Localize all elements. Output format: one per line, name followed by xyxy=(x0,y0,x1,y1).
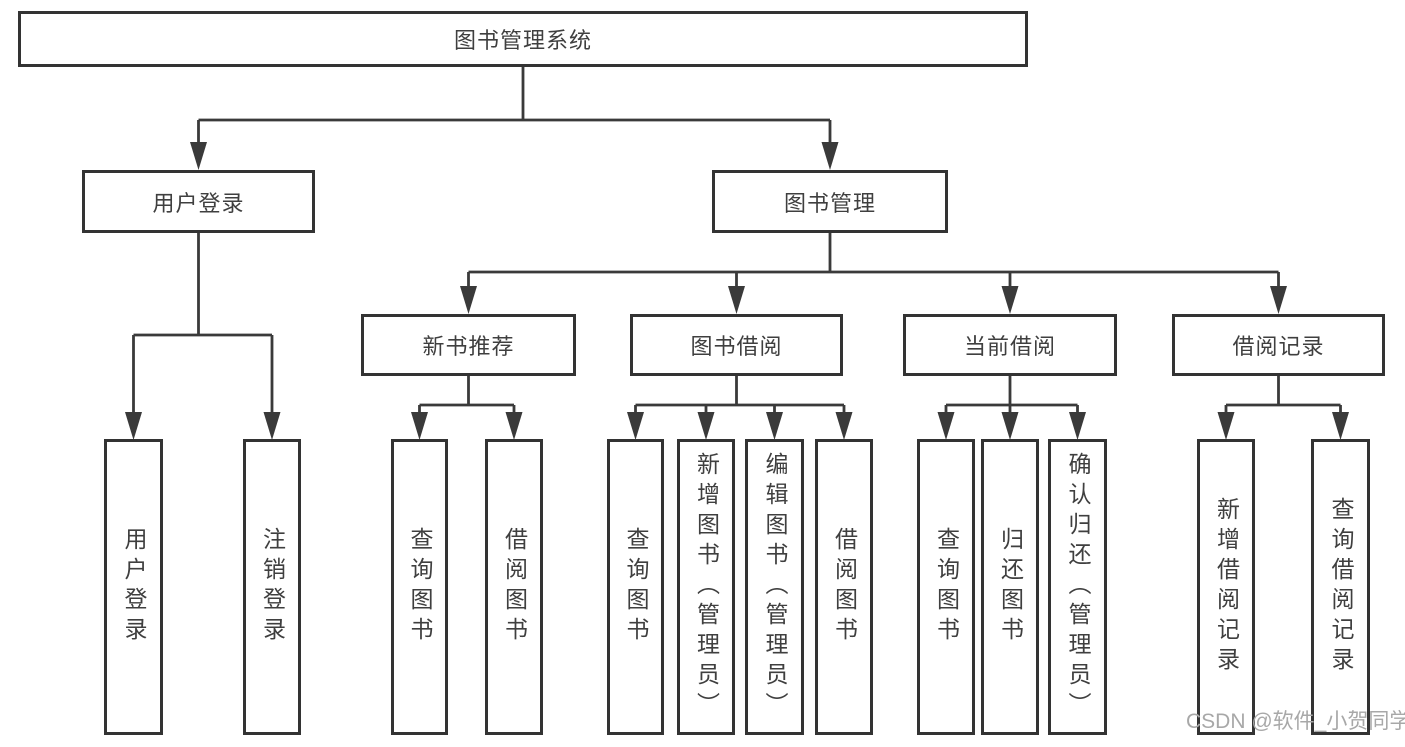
arrowhead-icon xyxy=(1270,286,1287,314)
node-borrow-records: 借阅记录 xyxy=(1172,314,1385,376)
node-current-borrow: 当前借阅 xyxy=(903,314,1117,376)
node-root-label: 图书管理系统 xyxy=(453,28,592,53)
leaf-borrow-query-book: 查询图书 xyxy=(607,439,664,735)
arrowhead-icon xyxy=(190,142,207,170)
leaf-user-login: 用户登录 xyxy=(104,439,163,735)
leaf-records-add-record: 新增借阅记录 xyxy=(1197,439,1255,735)
connector-root-to-level2 xyxy=(190,67,839,170)
connector-recommend-to-leaves xyxy=(411,376,523,440)
arrowhead-icon xyxy=(263,412,281,440)
arrowhead-icon xyxy=(627,412,644,440)
leaf-borrow-borrow-book: 借阅图书 xyxy=(815,439,873,735)
node-book-management-label: 图书管理 xyxy=(783,190,876,216)
node-book-borrow-label: 图书借阅 xyxy=(690,334,783,359)
connector-book-management-to-level3 xyxy=(460,233,1287,314)
connector-current-to-leaves xyxy=(937,376,1086,440)
arrowhead-icon xyxy=(835,412,853,440)
leaf-borrow-add-book-admin: 新增图书（管理员） xyxy=(677,439,735,735)
leaf-current-query-book: 查询图书 xyxy=(917,439,975,735)
node-current-borrow-label: 当前借阅 xyxy=(963,334,1056,359)
leaf-recommend-query-book: 查询图书 xyxy=(391,439,448,735)
arrowhead-icon xyxy=(505,412,523,440)
connector-user-login-to-leaves xyxy=(125,233,281,440)
arrowhead-icon xyxy=(460,286,477,314)
node-new-book-recommend-label: 新书推荐 xyxy=(422,334,515,359)
leaf-recommend-borrow-book: 借阅图书 xyxy=(485,439,543,735)
leaf-current-confirm-return-admin: 确认归还（管理员） xyxy=(1048,439,1107,735)
arrowhead-icon xyxy=(766,412,783,440)
arrowhead-icon xyxy=(1001,412,1019,440)
watermark: CSDN @软件_小贺同学 xyxy=(1186,710,1405,733)
arrowhead-icon xyxy=(1001,286,1019,314)
arrowhead-icon xyxy=(728,286,745,314)
leaf-current-return-book: 归还图书 xyxy=(981,439,1039,735)
connector-borrow-to-leaves xyxy=(627,376,853,440)
node-user-login: 用户登录 xyxy=(82,170,315,233)
node-borrow-records-label: 借阅记录 xyxy=(1232,334,1325,359)
arrowhead-icon xyxy=(1332,412,1349,440)
leaf-logout: 注销登录 xyxy=(243,439,301,735)
node-root: 图书管理系统 xyxy=(18,11,1028,67)
arrowhead-icon xyxy=(125,412,142,440)
node-book-borrow: 图书借阅 xyxy=(630,314,843,376)
node-book-management: 图书管理 xyxy=(712,170,948,233)
arrowhead-icon xyxy=(1069,412,1086,440)
arrowhead-icon xyxy=(937,412,955,440)
connector-records-to-leaves xyxy=(1217,376,1349,440)
arrowhead-icon xyxy=(821,142,839,170)
node-new-book-recommend: 新书推荐 xyxy=(361,314,576,376)
arrowhead-icon xyxy=(697,412,715,440)
leaf-records-query-record: 查询借阅记录 xyxy=(1311,439,1370,735)
arrowhead-icon xyxy=(411,412,428,440)
leaf-borrow-edit-book-admin: 编辑图书（管理员） xyxy=(745,439,804,735)
node-user-login-label: 用户登录 xyxy=(152,190,245,216)
arrowhead-icon xyxy=(1217,412,1235,440)
